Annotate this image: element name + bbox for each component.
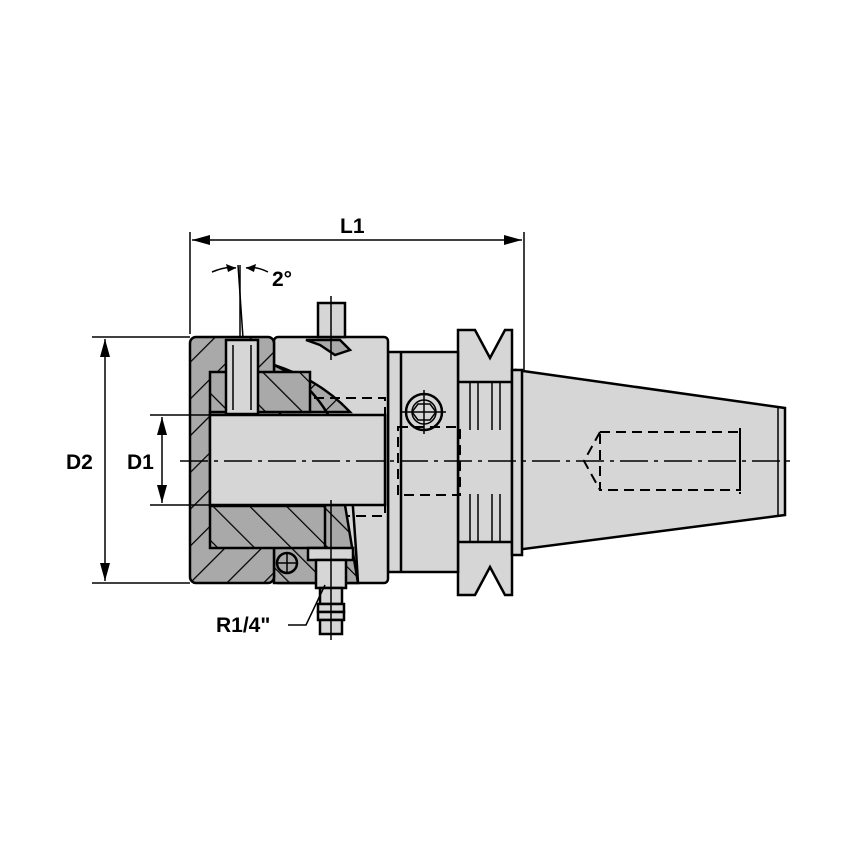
bore [208, 413, 387, 507]
label-d1: D1 [127, 451, 154, 474]
flange [456, 328, 524, 597]
top-pin [316, 296, 347, 360]
label-d2: D2 [66, 451, 93, 474]
taper-shank [514, 368, 787, 552]
neck [386, 350, 461, 574]
dimension-lines [92, 232, 525, 626]
coolant-fitting [306, 500, 355, 640]
label-l1: L1 [340, 215, 365, 238]
label-angle: 2° [272, 268, 292, 291]
label-thread: R1/4" [216, 614, 270, 637]
